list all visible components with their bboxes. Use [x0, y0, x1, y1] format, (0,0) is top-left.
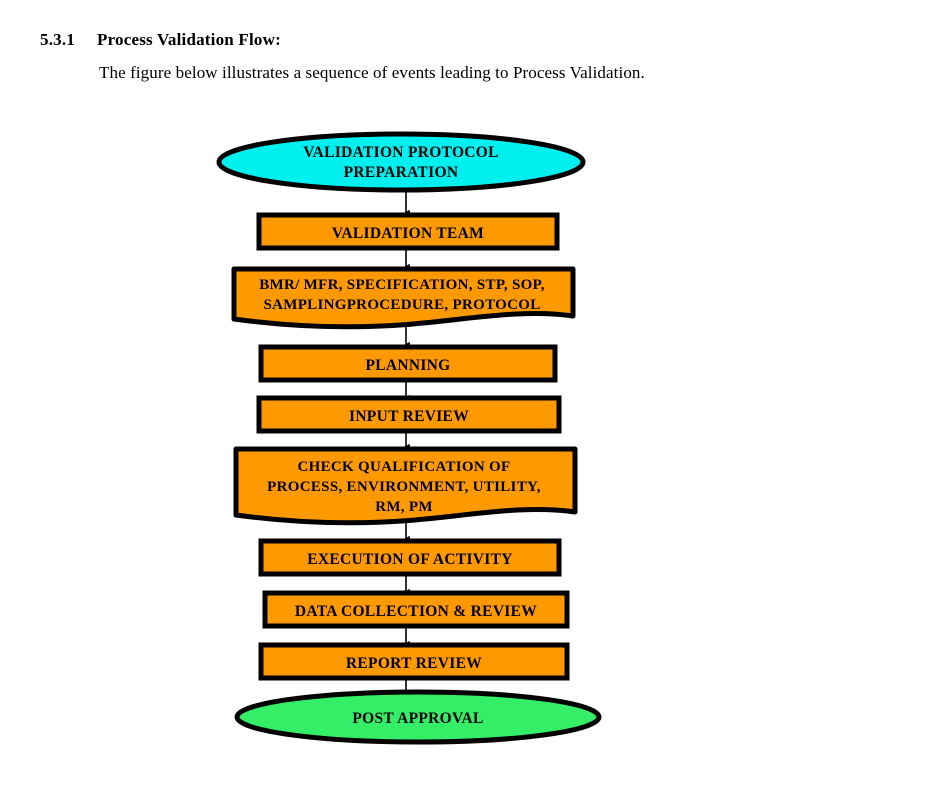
flow-node-execution-of-activity[interactable]: EXECUTION OF ACTIVITY [258, 538, 562, 577]
node-label: INPUT REVIEW [349, 408, 469, 425]
node-label: REPORT REVIEW [346, 655, 482, 672]
section-number: 5.3.1 [40, 30, 75, 49]
page-title: Process Validation Flow: [97, 30, 281, 49]
flow-node-post-approval[interactable]: POST APPROVAL [234, 689, 602, 745]
flow-node-data-collection-review[interactable]: DATA COLLECTION & REVIEW [262, 590, 570, 629]
flow-node-input-review[interactable]: INPUT REVIEW [256, 395, 562, 434]
rect-shape [256, 395, 562, 434]
node-label-line-2: PREPARATION [344, 164, 459, 181]
node-label-line-3: RM, PM [375, 499, 433, 515]
flow-node-report-review[interactable]: REPORT REVIEW [258, 642, 570, 681]
document-shape [233, 446, 578, 526]
node-label: EXECUTION OF ACTIVITY [307, 551, 513, 568]
flow-node-validation-team[interactable]: VALIDATION TEAM [256, 212, 560, 251]
node-label: DATA COLLECTION & REVIEW [295, 603, 537, 620]
node-label-line-1: CHECK QUALIFICATION OF [297, 459, 510, 475]
node-label-line-1: VALIDATION PROTOCOL [303, 144, 499, 161]
process-validation-flowchart: VALIDATION PROTOCOL PREPARATION VALIDATI… [0, 110, 928, 770]
ellipse-shape [216, 131, 586, 193]
document-shape [231, 266, 576, 330]
node-label: POST APPROVAL [352, 710, 483, 727]
section-heading: 5.3.1 Process Validation Flow: [40, 30, 281, 50]
flow-node-planning[interactable]: PLANNING [258, 344, 558, 383]
node-label-line-2: SAMPLINGPROCEDURE, PROTOCOL [263, 297, 540, 313]
node-label: PLANNING [365, 357, 450, 374]
node-label-line-2: PROCESS, ENVIRONMENT, UTILITY, [267, 479, 541, 495]
node-label: VALIDATION TEAM [332, 225, 484, 242]
node-label-line-1: BMR/ MFR, SPECIFICATION, STP, SOP, [259, 277, 545, 293]
flow-node-validation-protocol-preparation[interactable]: VALIDATION PROTOCOL PREPARATION [216, 131, 586, 193]
rect-shape [258, 642, 570, 681]
rect-shape [258, 344, 558, 383]
rect-shape [262, 590, 570, 629]
flow-node-check-qualification[interactable]: CHECK QUALIFICATION OF PROCESS, ENVIRONM… [233, 446, 578, 526]
intro-paragraph: The figure below illustrates a sequence … [99, 63, 645, 82]
rect-shape [258, 538, 562, 577]
ellipse-shape [234, 689, 602, 745]
flow-node-bmr-mfr-specification[interactable]: BMR/ MFR, SPECIFICATION, STP, SOP, SAMPL… [231, 266, 576, 330]
rect-shape [256, 212, 560, 251]
